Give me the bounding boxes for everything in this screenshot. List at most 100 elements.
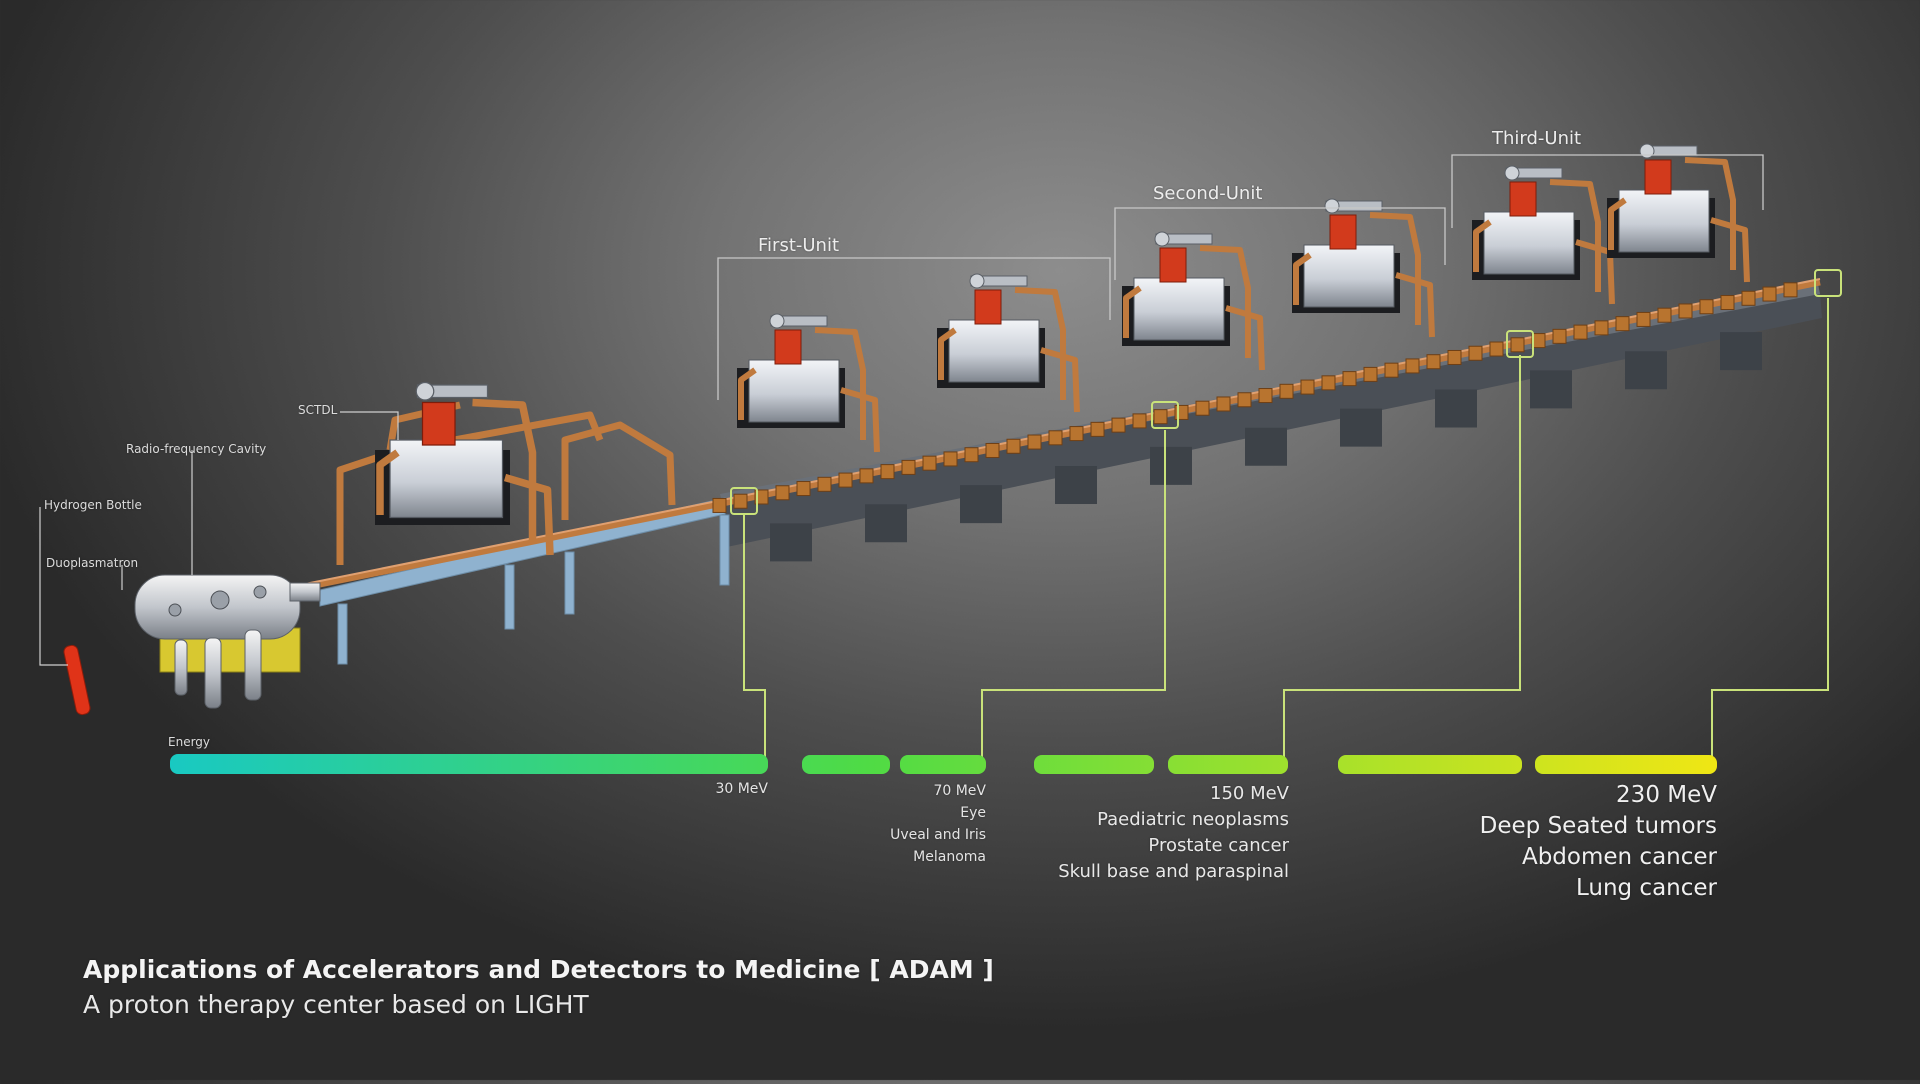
accelerating-cell [1657, 307, 1672, 323]
accelerating-cell [1342, 371, 1357, 387]
accelerating-cell [1468, 345, 1483, 361]
energy-150-indication: Skull base and paraspinal [1058, 861, 1289, 882]
accelerating-cell [817, 476, 832, 492]
accelerating-cell [1216, 396, 1231, 412]
modulator-tank [1618, 189, 1710, 253]
energy-segment [1535, 755, 1717, 774]
accelerating-cell [1510, 337, 1525, 353]
girder-leg [1435, 389, 1477, 428]
klystron-window [1154, 231, 1170, 247]
klystron-window [769, 313, 785, 329]
accelerating-cell [1006, 438, 1021, 454]
accelerating-cell [943, 451, 958, 467]
energy-segment [1034, 755, 1154, 774]
klystron-module [1292, 198, 1435, 338]
energy-150-block: 150 MeV Paediatric neoplasms Prostate ca… [1058, 781, 1289, 885]
girder-leg [1625, 351, 1667, 390]
accelerating-cell [1615, 316, 1630, 332]
accelerating-cell [1762, 286, 1777, 302]
accelerating-cell [754, 489, 769, 505]
accelerating-cell [1426, 354, 1441, 370]
energy-segment [900, 755, 986, 774]
girder-legs [770, 332, 1762, 562]
accelerating-cell [1174, 404, 1189, 420]
accelerating-cell [775, 485, 790, 501]
klystron-module [1607, 143, 1750, 283]
rf-cavity-label: Radio-frequency Cavity [126, 442, 267, 456]
rf-waveguide [376, 398, 554, 556]
klystron-window [1504, 165, 1520, 181]
component-leaders [39, 411, 399, 666]
modulator-tank [948, 319, 1040, 383]
energy-70-indication: Melanoma [913, 849, 986, 865]
energy-230-indication: Deep Seated tumors [1479, 813, 1717, 839]
accelerating-cell [1699, 299, 1714, 315]
accelerating-cell [1741, 290, 1756, 306]
ion-source [63, 574, 321, 716]
accelerating-cell [1447, 349, 1462, 365]
rf-waveguide [1293, 212, 1435, 338]
accelerating-cell [1321, 375, 1336, 391]
klystron-modules [375, 143, 1750, 556]
energy-segment [802, 755, 890, 774]
rf-waveguide [738, 327, 880, 453]
source-leg [244, 629, 262, 701]
accelerating-cell [1258, 388, 1273, 404]
modulator-tank [1303, 244, 1395, 308]
accelerating-cell [733, 493, 748, 509]
energy-30-value: 30 MeV [715, 781, 768, 797]
klystron-module [375, 381, 554, 556]
klystron-magnet [1329, 214, 1357, 250]
klystron-module [737, 313, 880, 453]
girder-leg [960, 485, 1002, 524]
accelerating-cell [1048, 430, 1063, 446]
accelerating-cells [712, 282, 1798, 513]
source-leg [174, 639, 188, 696]
klystron-module [1472, 165, 1615, 305]
modulator-tank [1133, 277, 1225, 341]
rf-waveguide [1608, 157, 1750, 283]
accelerating-cell [859, 468, 874, 484]
accelerating-cell [1153, 409, 1168, 425]
girder-leg [1720, 332, 1762, 371]
girder-leg [770, 523, 812, 562]
energy-150-value: 150 MeV [1210, 783, 1289, 804]
energy-230-indication: Lung cancer [1575, 875, 1717, 901]
girder-leg [1150, 446, 1192, 485]
accelerating-cell [1237, 392, 1252, 408]
accelerating-cell [1573, 324, 1588, 340]
accelerating-cell [1636, 311, 1651, 327]
duoplasmatron-port [210, 590, 230, 610]
accelerating-cell [1489, 341, 1504, 357]
first-unit-label: First-Unit [758, 235, 840, 256]
accelerating-cell [1405, 358, 1420, 374]
accelerating-cell [1132, 413, 1147, 429]
accelerating-cell [1279, 383, 1294, 399]
beamline-girder [720, 292, 1822, 548]
klystron-window [969, 273, 985, 289]
source-leg [204, 637, 222, 709]
girder-leg [1340, 408, 1382, 447]
klystron-magnet [1159, 247, 1187, 283]
caption-subtitle: A proton therapy center based on LIGHT [83, 990, 589, 1019]
duoplasmatron-bolt [253, 585, 267, 599]
modulator-tank [748, 359, 840, 423]
klystron-magnet [1644, 159, 1672, 195]
energy-150-indication: Paediatric neoplasms [1097, 809, 1289, 830]
accelerating-cell [796, 481, 811, 497]
modulator-tank [1483, 211, 1575, 275]
accelerating-cell [712, 497, 727, 513]
accelerating-cell [1300, 379, 1315, 395]
energy-150-indication: Prostate cancer [1148, 835, 1289, 856]
energy-230-indication: Abdomen cancer [1521, 844, 1717, 870]
accelerating-cell [922, 455, 937, 471]
girder-leg [1055, 466, 1097, 505]
accelerating-cell [1594, 320, 1609, 336]
accelerating-cell [1363, 366, 1378, 382]
accelerating-cell [880, 464, 895, 480]
rf-waveguide [1123, 245, 1265, 371]
klystron-window [1639, 143, 1655, 159]
energy-70-value: 70 MeV [933, 783, 986, 799]
accelerating-cell [1069, 426, 1084, 442]
